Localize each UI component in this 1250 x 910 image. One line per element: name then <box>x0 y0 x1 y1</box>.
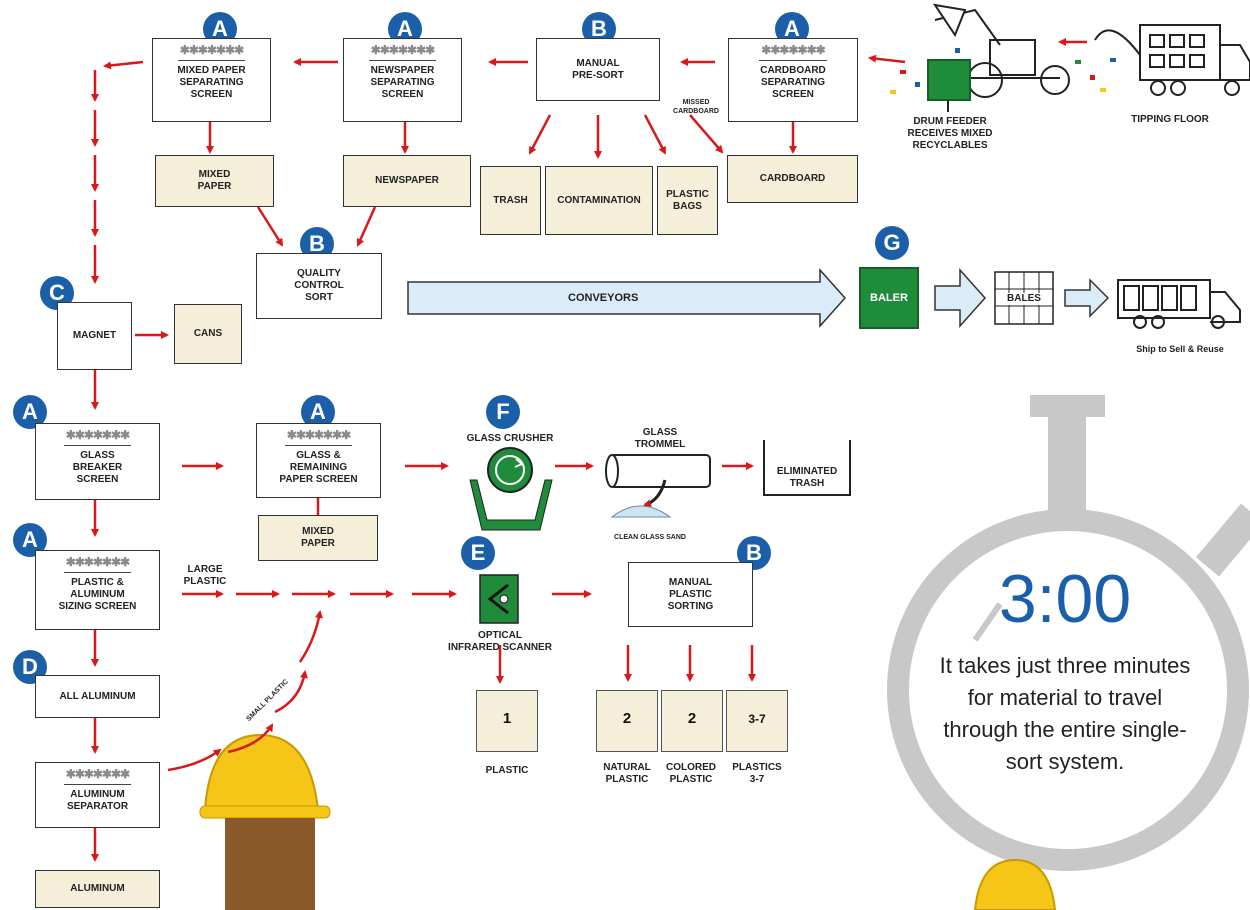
contamination-box: CONTAMINATION <box>545 166 653 235</box>
contamination-label: CONTAMINATION <box>557 194 641 206</box>
flow-arrows <box>91 38 1087 862</box>
manual-plastic-sorting-box: MANUAL PLASTIC SORTING <box>628 562 753 627</box>
all-aluminum-box: ALL ALUMINUM <box>35 675 160 718</box>
screen-stars: ✱✱✱✱✱✱✱ <box>759 43 827 61</box>
shipping-truck-icon <box>1117 279 1241 329</box>
ship-label: Ship to Sell & Reuse <box>1136 344 1224 354</box>
recycle-number: 1 <box>502 710 512 727</box>
glass-crusher-icon <box>469 447 553 531</box>
mixed-paper-box: MIXED PAPER <box>155 155 274 207</box>
aluminum-box: ALUMINUM <box>35 870 160 908</box>
optical-scanner-label: OPTICAL INFRARED SCANNER <box>448 630 552 653</box>
cardboard-screen-box: ✱✱✱✱✱✱✱ CARDBOARD SEPARATING SCREEN <box>728 38 858 122</box>
plastic-bags-label: PLASTIC BAGS <box>666 188 709 212</box>
glass-remaining-screen-box: ✱✱✱✱✱✱✱ GLASS & REMAINING PAPER SCREEN <box>256 423 381 498</box>
plastic-aluminum-screen-label: PLASTIC & ALUMINUM SIZING SCREEN <box>58 577 137 612</box>
cardboard-box: CARDBOARD <box>727 155 858 203</box>
baler-label: BALER <box>870 292 908 304</box>
cans-label: CANS <box>193 328 223 339</box>
newspaper-label: NEWSPAPER <box>375 175 439 186</box>
trash-box: TRASH <box>480 166 541 235</box>
plastic-label: PLASTIC <box>485 765 529 776</box>
recyclables-scatter <box>890 48 1116 94</box>
trash-bin-icon <box>763 440 851 496</box>
glass-trommel-icon <box>605 454 711 518</box>
screen-stars: ✱✱✱✱✱✱✱ <box>284 428 353 446</box>
badge-c: C <box>40 276 74 310</box>
truck-icon <box>1094 24 1250 96</box>
bales-label: BALES <box>1002 293 1046 305</box>
screen-stars: ✱✱✱✱✱✱✱ <box>63 555 132 573</box>
stopwatch-icon <box>887 395 1250 871</box>
recycle-1-icon: 1 <box>476 690 538 752</box>
clean-glass-sand-label: CLEAN GLASS SAND <box>614 534 686 541</box>
manual-plastic-sorting-label: MANUAL PLASTIC SORTING <box>667 576 714 612</box>
baler-box: BALER <box>859 267 919 329</box>
trash-label: TRASH <box>493 194 528 206</box>
glass-breaker-screen-box: ✱✱✱✱✱✱✱ GLASS BREAKER SCREEN <box>35 423 160 500</box>
magnet-label: MAGNET <box>72 330 117 341</box>
timer-description: It takes just three minutes for material… <box>939 653 1191 774</box>
all-aluminum-label: ALL ALUMINUM <box>59 690 136 702</box>
eliminated-trash-label: ELIMINATED TRASH <box>776 466 838 489</box>
tipping-floor-label: TIPPING FLOOR <box>1131 114 1209 125</box>
hard-hat-icon <box>973 858 1057 910</box>
glass-crusher-label: GLASS CRUSHER <box>466 433 554 444</box>
recycle-2-colored-icon: 2 <box>661 690 723 752</box>
colored-plastic-label: COLORED PLASTIC <box>666 762 716 785</box>
conveyor-arrow <box>407 268 847 328</box>
drum-feeder-icon <box>927 59 971 101</box>
mixed-paper-screen-box: ✱✱✱✱✱✱✱ MIXED PAPER SEPARATING SCREEN <box>152 38 271 122</box>
screen-stars: ✱✱✱✱✱✱✱ <box>63 767 132 785</box>
missed-cardboard-label: MISSED CARDBOARD <box>673 99 719 115</box>
mixed-paper-screen-label: MIXED PAPER SEPARATING SCREEN <box>177 65 246 100</box>
aluminum-separator-label: ALUMINUM SEPARATOR <box>66 789 129 812</box>
bales-output-arrow <box>1064 278 1110 318</box>
recycle-number: 3-7 <box>748 712 766 726</box>
newspaper-screen-label: NEWSPAPER SEPARATING SCREEN <box>370 65 435 100</box>
natural-plastic-label: NATURAL PLASTIC <box>603 762 651 785</box>
mixed-paper-label: MIXED PAPER <box>197 169 232 192</box>
cardboard-label: CARDBOARD <box>759 173 826 184</box>
cardboard-screen-label: CARDBOARD SEPARATING SCREEN <box>760 65 826 100</box>
hard-hat-icon <box>199 733 331 910</box>
plastic-bags-box: PLASTIC BAGS <box>657 166 718 235</box>
mixed-paper-2-box: MIXED PAPER <box>258 515 378 561</box>
plastic-aluminum-screen-box: ✱✱✱✱✱✱✱ PLASTIC & ALUMINUM SIZING SCREEN <box>35 550 160 630</box>
manual-presort-box: MANUAL PRE-SORT <box>536 38 660 101</box>
drum-feeder-label: DRUM FEEDER RECEIVES MIXED RECYCLABLES <box>907 116 993 151</box>
recycle-3-7-icon: 3-7 <box>726 690 788 752</box>
glass-trommel-label: GLASS TROMMEL <box>634 427 686 450</box>
badge-e: E <box>461 536 495 570</box>
plastics-3-7-label: PLASTICS 3-7 <box>732 762 782 785</box>
screen-stars: ✱✱✱✱✱✱✱ <box>63 428 132 446</box>
magnet-box: MAGNET <box>57 302 132 370</box>
quality-control-box: QUALITY CONTROL SORT <box>256 253 382 319</box>
screen-stars: ✱✱✱✱✱✱✱ <box>177 43 246 61</box>
quality-control-label: QUALITY CONTROL SORT <box>294 268 344 303</box>
badge-f: F <box>486 395 520 429</box>
recycle-2-natural-icon: 2 <box>596 690 658 752</box>
conveyors-label: CONVEYORS <box>568 292 639 304</box>
manual-presort-label: MANUAL PRE-SORT <box>572 57 624 81</box>
aluminum-separator-box: ✱✱✱✱✱✱✱ ALUMINUM SEPARATOR <box>35 762 160 828</box>
mixed-paper-2-label: MIXED PAPER <box>301 526 335 549</box>
aluminum-label: ALUMINUM <box>70 883 125 894</box>
newspaper-screen-box: ✱✱✱✱✱✱✱ NEWSPAPER SEPARATING SCREEN <box>343 38 462 122</box>
cans-box: CANS <box>174 304 242 364</box>
glass-remaining-screen-label: GLASS & REMAINING PAPER SCREEN <box>279 450 358 485</box>
recycle-number: 2 <box>622 710 632 727</box>
baler-output-arrow <box>934 268 987 328</box>
recycle-number: 2 <box>687 710 697 727</box>
screen-stars: ✱✱✱✱✱✱✱ <box>368 43 437 61</box>
glass-breaker-screen-label: GLASS BREAKER SCREEN <box>72 450 123 485</box>
badge-g: G <box>875 226 909 260</box>
timer-time: 3:00 <box>998 561 1132 637</box>
large-plastic-label: LARGE PLASTIC <box>183 564 227 587</box>
infrared-scanner-icon <box>479 574 519 624</box>
newspaper-box: NEWSPAPER <box>343 155 471 207</box>
loader-icon <box>932 3 1070 98</box>
